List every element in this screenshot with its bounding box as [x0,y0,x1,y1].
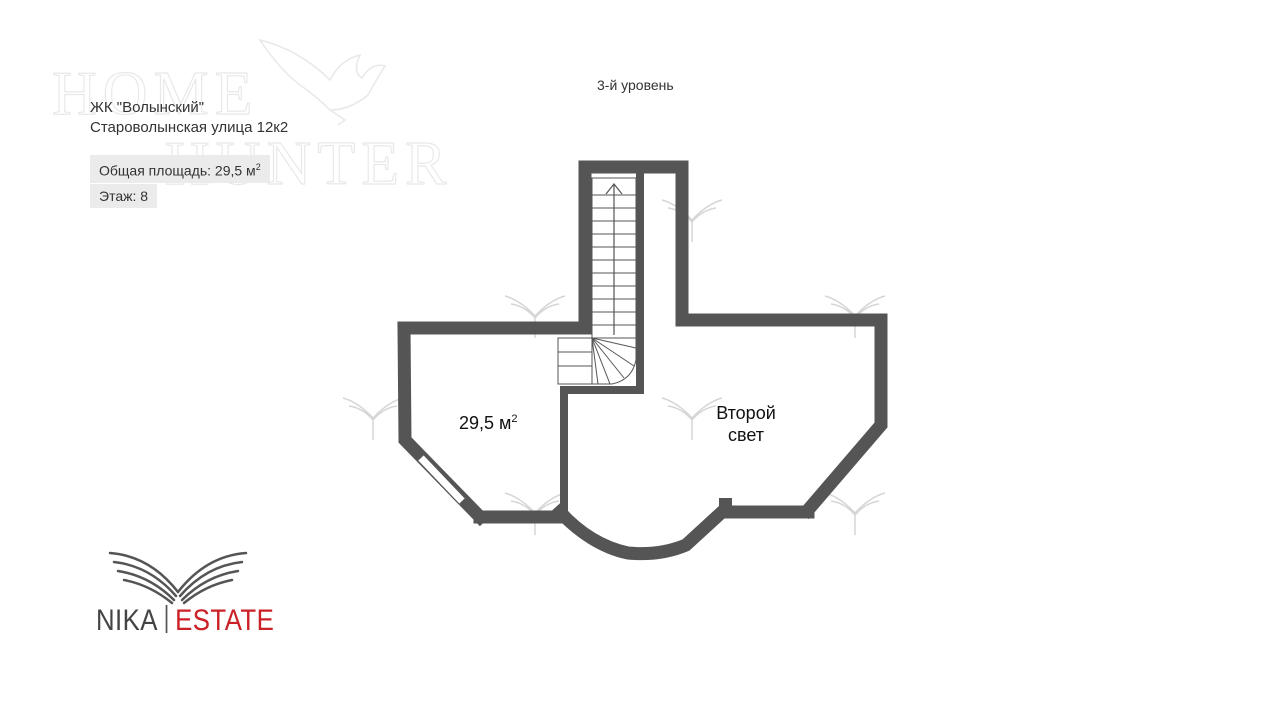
stair-winder [557,337,637,385]
stair-arrow [605,183,623,335]
wing-mark-icon [824,492,886,535]
wing-mark-icon [661,199,723,242]
room-name-label: Второй свет [716,403,776,445]
total-area-label: Общая площадь: 29,5 м [99,162,256,179]
outer-wall [397,160,888,527]
wing-mark-icon [661,397,723,440]
stair-wall [560,173,644,516]
total-area-unit-sup: 2 [255,162,261,172]
floor-chip: Этаж: 8 [90,184,158,208]
brand-nika: NIKA [96,604,158,637]
watermark-home: HOME [52,60,259,128]
room-area-label: 29,5 м2 [459,413,518,434]
window [417,454,466,505]
wings-icon [108,551,248,605]
staircase [557,177,637,385]
wing-mark-icon [342,397,404,440]
nika-estate-logo: NIKA ESTATE [96,604,274,638]
floor-label: Этаж: 8 [99,188,149,204]
address: Староволынская улица 12к2 [90,119,289,136]
walls [397,160,888,561]
level-title: 3-й уровень [597,77,674,93]
eagle-icon [258,38,387,126]
bay-pillar [719,498,732,516]
room-area-value: 29,5 м [459,413,512,433]
brand-estate: ESTATE [175,604,275,637]
apartment-info: ЖК "Волынский" Староволынская улица 12к2 [90,98,288,138]
room-area-unit-sup: 2 [511,413,518,425]
brand-divider [165,605,168,633]
bay-wall [550,502,732,561]
total-area-chip: Общая площадь: 29,5 м2 [90,155,270,183]
watermark: HOME HUNTER [51,38,447,199]
complex-name: ЖК "Волынский" [90,99,205,116]
